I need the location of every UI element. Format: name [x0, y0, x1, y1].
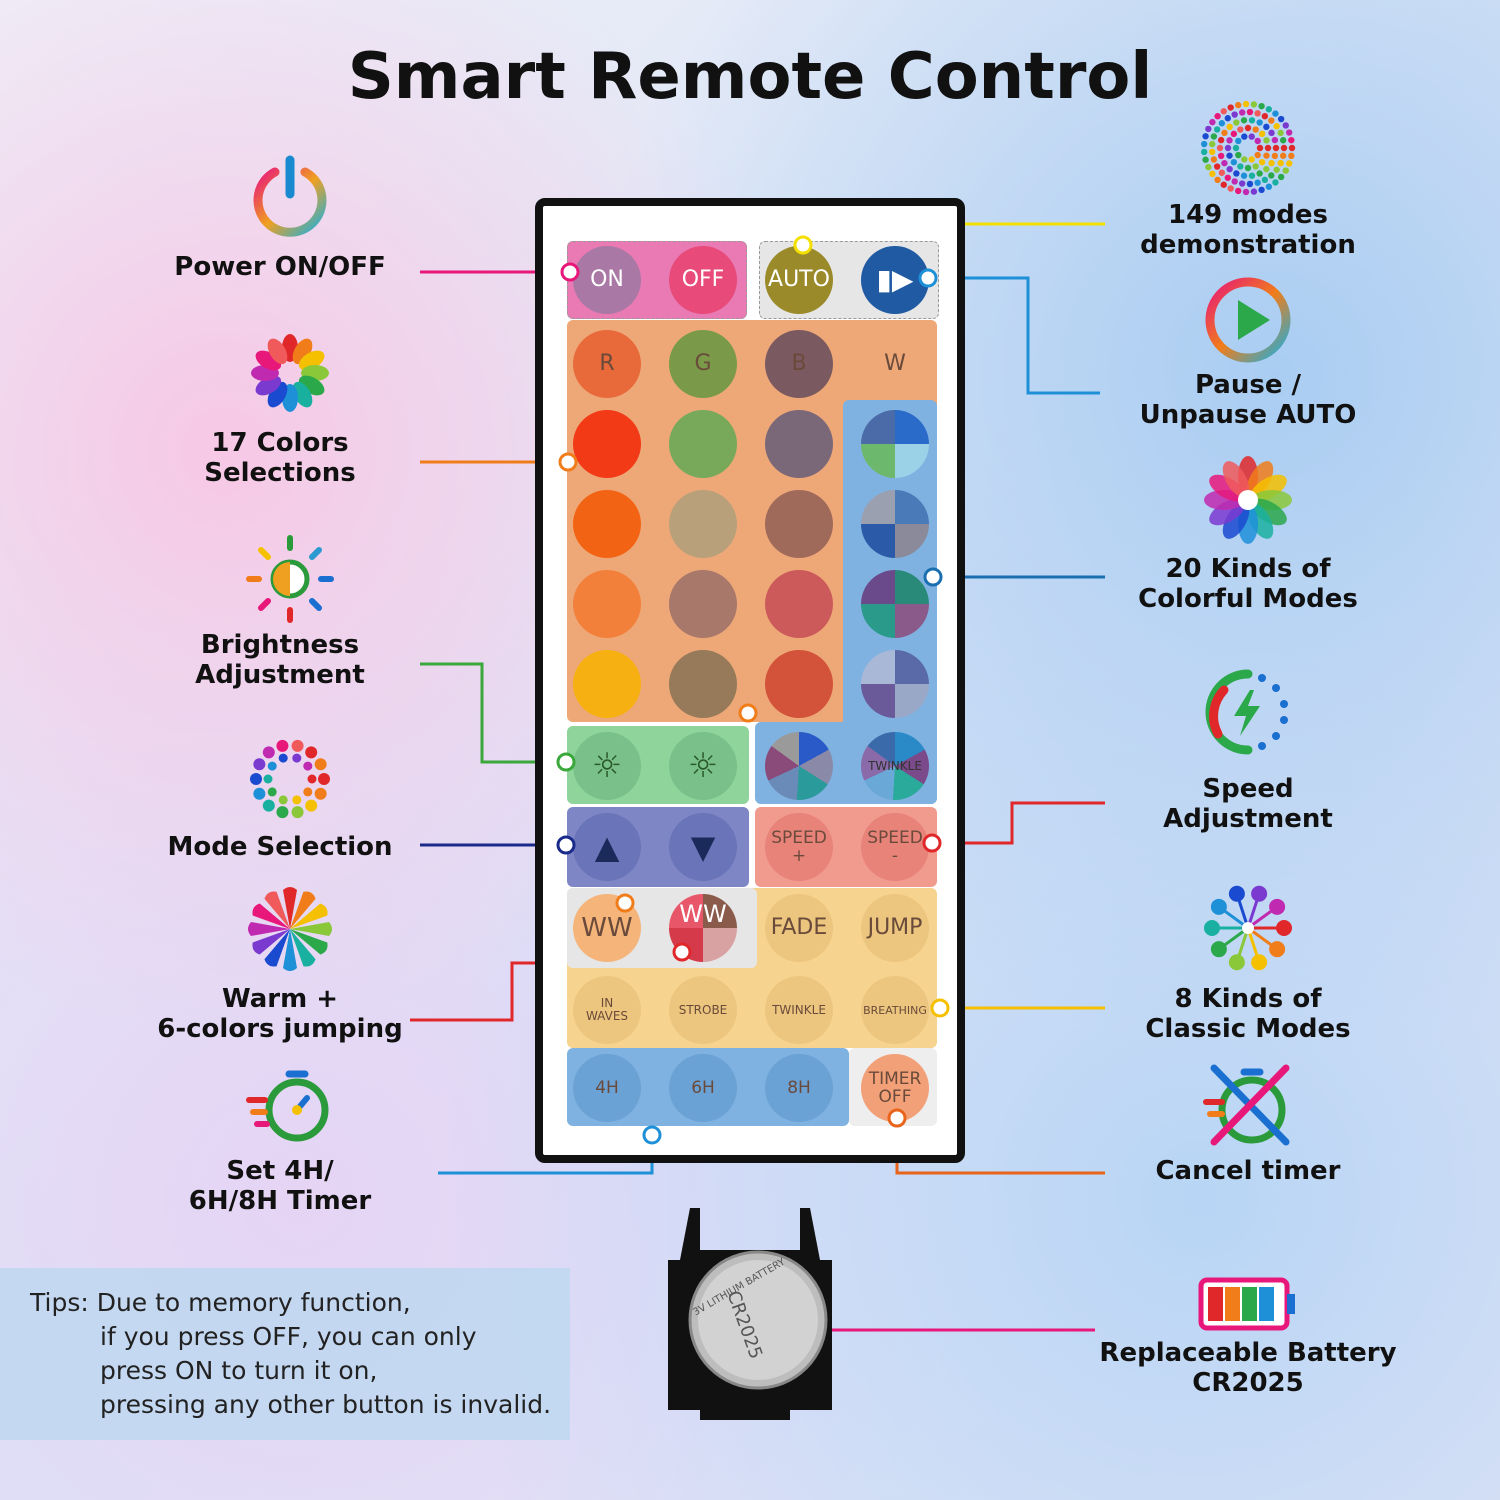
- color-button[interactable]: [573, 490, 641, 558]
- feature-label-pause: Pause / Unpause AUTO: [1139, 370, 1357, 430]
- line-pause: [928, 276, 1100, 395]
- blue-button[interactable]: B: [765, 330, 833, 398]
- feature-label-warm: Warm + 6-colors jumping: [157, 984, 403, 1044]
- color-button[interactable]: [573, 410, 641, 478]
- stopwatch-icon: [246, 1070, 329, 1142]
- line-speed: [932, 801, 1105, 845]
- strobe-button[interactable]: STROBE: [669, 976, 737, 1044]
- color-button[interactable]: [573, 570, 641, 638]
- feature-label-timer: Set 4H/ 6H/8H Timer: [188, 1156, 372, 1216]
- ww-mix-label: WW: [679, 900, 727, 928]
- feature-label-cancel: Cancel timer: [1155, 1156, 1341, 1186]
- feature-label-colors: 17 Colors Selections: [204, 428, 356, 488]
- colorful-mode-button[interactable]: [861, 650, 929, 718]
- speed-up-button[interactable]: SPEED +: [765, 813, 833, 881]
- in-waves-button[interactable]: IN WAVES: [573, 976, 641, 1044]
- color-button[interactable]: [669, 650, 737, 718]
- rainbow-flower-icon: [248, 887, 332, 971]
- fade-button[interactable]: FADE: [765, 894, 833, 962]
- white-button[interactable]: W: [861, 330, 929, 398]
- mode-up-button[interactable]: ▲: [573, 813, 641, 881]
- brightness-down-button[interactable]: ☼: [669, 732, 737, 800]
- red-button[interactable]: R: [573, 330, 641, 398]
- classic-dots-icon: [1204, 885, 1292, 971]
- page-title: Smart Remote Control: [347, 40, 1153, 114]
- twinkle-button[interactable]: TWINKLE: [765, 976, 833, 1044]
- mode-down-button[interactable]: ▼: [669, 813, 737, 881]
- color-button[interactable]: [669, 410, 737, 478]
- speed-down-button[interactable]: SPEED -: [861, 813, 929, 881]
- feature-label-battery: Replaceable Battery CR2025: [1099, 1338, 1397, 1398]
- jump-button[interactable]: JUMP: [861, 894, 929, 962]
- play-pause-icon: ▮▶: [876, 263, 914, 296]
- timer-6h-button[interactable]: 6H: [669, 1054, 737, 1122]
- colorful-flower-icon: [1204, 456, 1292, 544]
- colorful-mode-button[interactable]: [861, 570, 929, 638]
- tips-heading: Tips: Due to memory function,: [30, 1288, 411, 1317]
- feature-label-speed: Speed Adjustment: [1163, 774, 1333, 834]
- pause-button[interactable]: ▮▶: [861, 246, 929, 314]
- color-button[interactable]: [765, 490, 833, 558]
- feature-label-colorful: 20 Kinds of Colorful Modes: [1138, 554, 1358, 614]
- tips-line: pressing any other button is invalid.: [100, 1390, 552, 1419]
- colorful-mode-button[interactable]: [861, 490, 929, 558]
- tips-box: Tips: Due to memory function, if you pre…: [0, 1268, 570, 1440]
- green-button[interactable]: G: [669, 330, 737, 398]
- feature-label-brightness: Brightness Adjustment: [195, 630, 365, 690]
- twinkle-label: TWINKLE: [868, 758, 922, 773]
- brightness-icon: [246, 535, 334, 623]
- twinkle-mode-button[interactable]: TWINKLE: [861, 732, 929, 800]
- color-button[interactable]: [669, 490, 737, 558]
- color-button[interactable]: [765, 650, 833, 718]
- color-button[interactable]: [573, 650, 641, 718]
- on-button[interactable]: ON: [573, 246, 641, 314]
- color-button[interactable]: [669, 570, 737, 638]
- battery-holder-image: CR2025 3V LITHIUM BATTERY: [668, 1208, 832, 1420]
- battery-icon: [1198, 1277, 1295, 1331]
- color-button[interactable]: [765, 570, 833, 638]
- feature-label-mode: Mode Selection: [167, 832, 393, 862]
- breathing-button[interactable]: BREATHING: [861, 976, 929, 1044]
- feature-label-demo: 149 modes demonstration: [1140, 200, 1356, 260]
- timer-8h-button[interactable]: 8H: [765, 1054, 833, 1122]
- auto-button[interactable]: AUTO: [765, 246, 833, 314]
- power-icon: [253, 155, 327, 237]
- demo-dots-icon: [1200, 100, 1296, 196]
- timer-4h-button[interactable]: 4H: [573, 1054, 641, 1122]
- tips-line: if you press OFF, you can only: [100, 1322, 477, 1351]
- color-button[interactable]: [765, 410, 833, 478]
- remote-control: ON OFF AUTO ▮▶ R G B W TWINKLE ☼ ☼ ▲ ▼ S…: [535, 198, 965, 1163]
- feature-label-power: Power ON/OFF: [174, 252, 386, 282]
- off-button[interactable]: OFF: [669, 246, 737, 314]
- cancel-timer-icon: [1203, 1064, 1290, 1146]
- ww-button[interactable]: WW: [573, 894, 641, 962]
- play-icon: [1205, 277, 1291, 363]
- colorful-mode-button[interactable]: [765, 732, 833, 800]
- line-brightness: [420, 662, 566, 764]
- timer-off-button[interactable]: TIMER OFF: [861, 1054, 929, 1122]
- mode-dots-icon: [250, 739, 330, 819]
- colorful-mode-button[interactable]: [861, 410, 929, 478]
- tips-line: press ON to turn it on,: [100, 1356, 378, 1385]
- speed-bolt-icon: [1205, 669, 1288, 755]
- feature-label-classic: 8 Kinds of Classic Modes: [1145, 984, 1351, 1044]
- brightness-up-button[interactable]: ☼: [573, 732, 641, 800]
- color-wheel-icon: [251, 334, 329, 412]
